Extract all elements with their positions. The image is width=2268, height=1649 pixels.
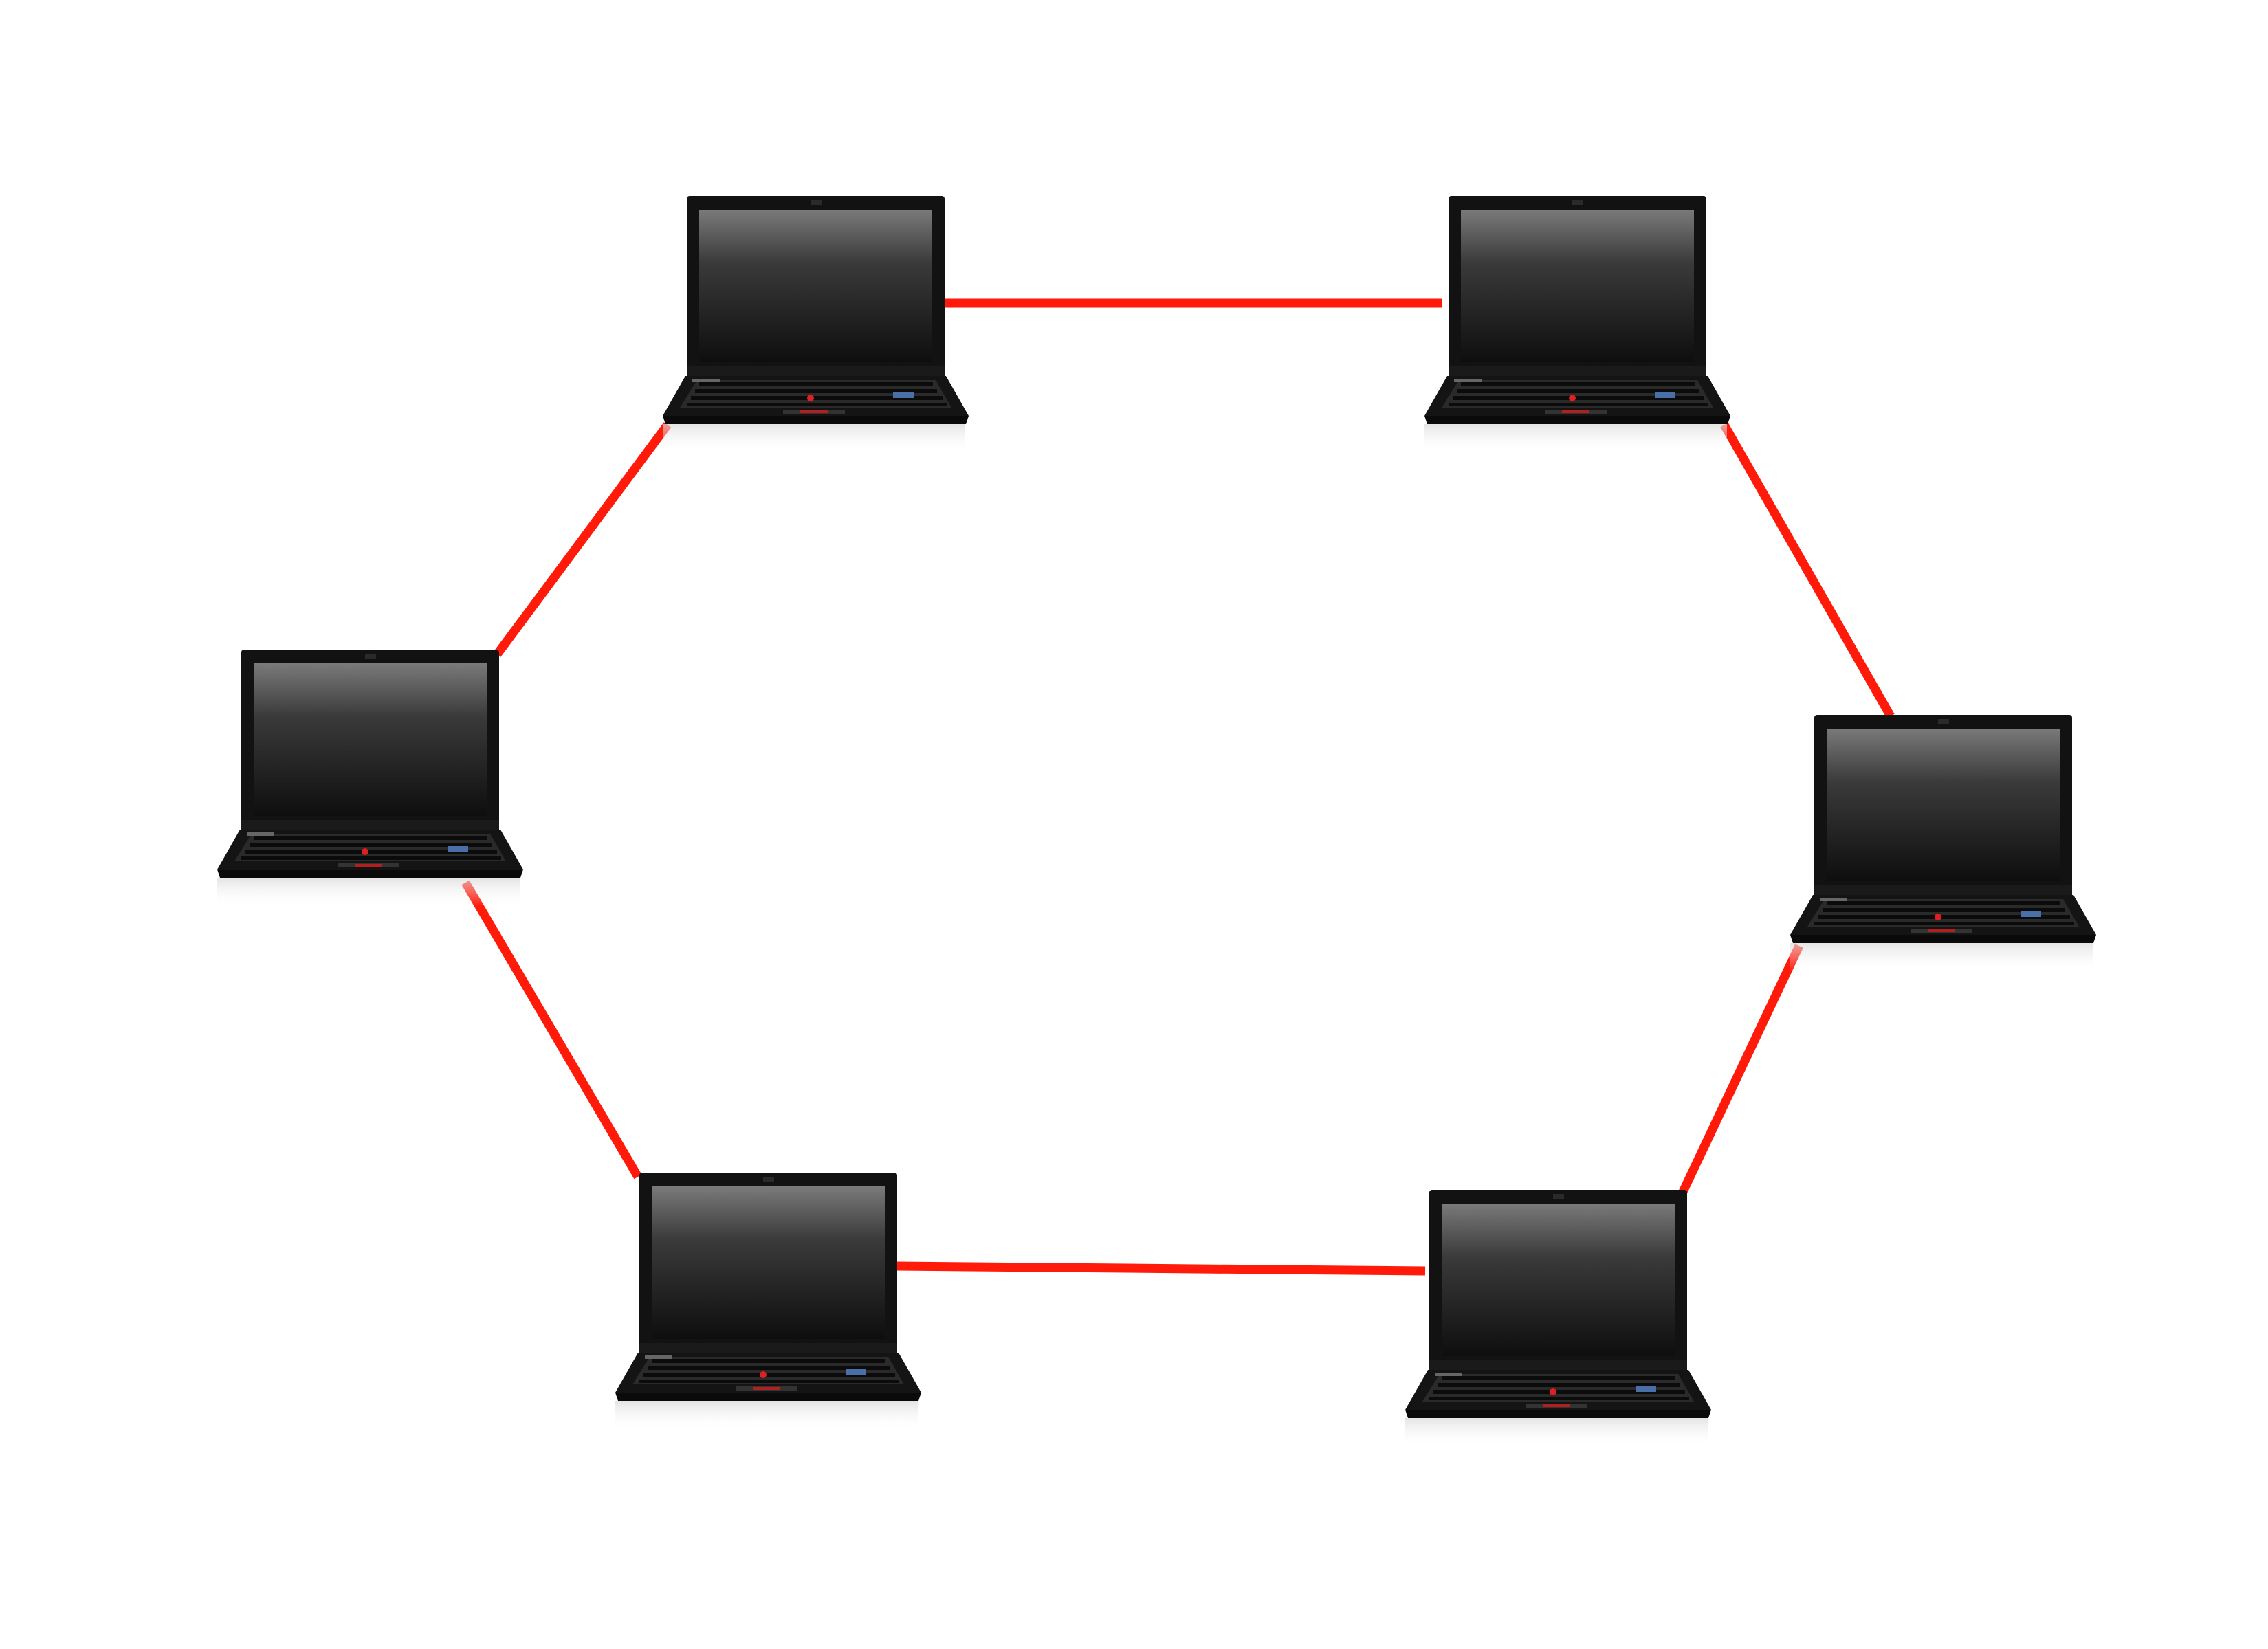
link-bottom-right-to-bottom-left [896, 1261, 1426, 1276]
link-top-right-to-middle-right [1720, 422, 1895, 719]
network-links [461, 298, 1895, 1276]
laptop-icon [615, 1173, 921, 1430]
link-middle-right-to-bottom-right [1677, 944, 1803, 1197]
laptop-node-top-right[interactable] [1424, 196, 1730, 453]
laptop-icon [663, 196, 969, 453]
laptop-icon [217, 650, 523, 907]
laptop-icon [1424, 196, 1730, 453]
laptop-node-bottom-left[interactable] [615, 1173, 921, 1430]
laptop-icon [1790, 715, 2096, 972]
link-middle-left-to-top-left [493, 422, 672, 657]
laptop-node-top-left[interactable] [663, 196, 969, 453]
laptop-icon [1405, 1190, 1711, 1447]
link-bottom-left-to-middle-left [461, 880, 642, 1180]
laptop-node-bottom-right[interactable] [1405, 1190, 1711, 1447]
laptop-node-middle-left[interactable] [217, 650, 523, 907]
laptop-node-middle-right[interactable] [1790, 715, 2096, 972]
network-nodes [217, 196, 2096, 1447]
